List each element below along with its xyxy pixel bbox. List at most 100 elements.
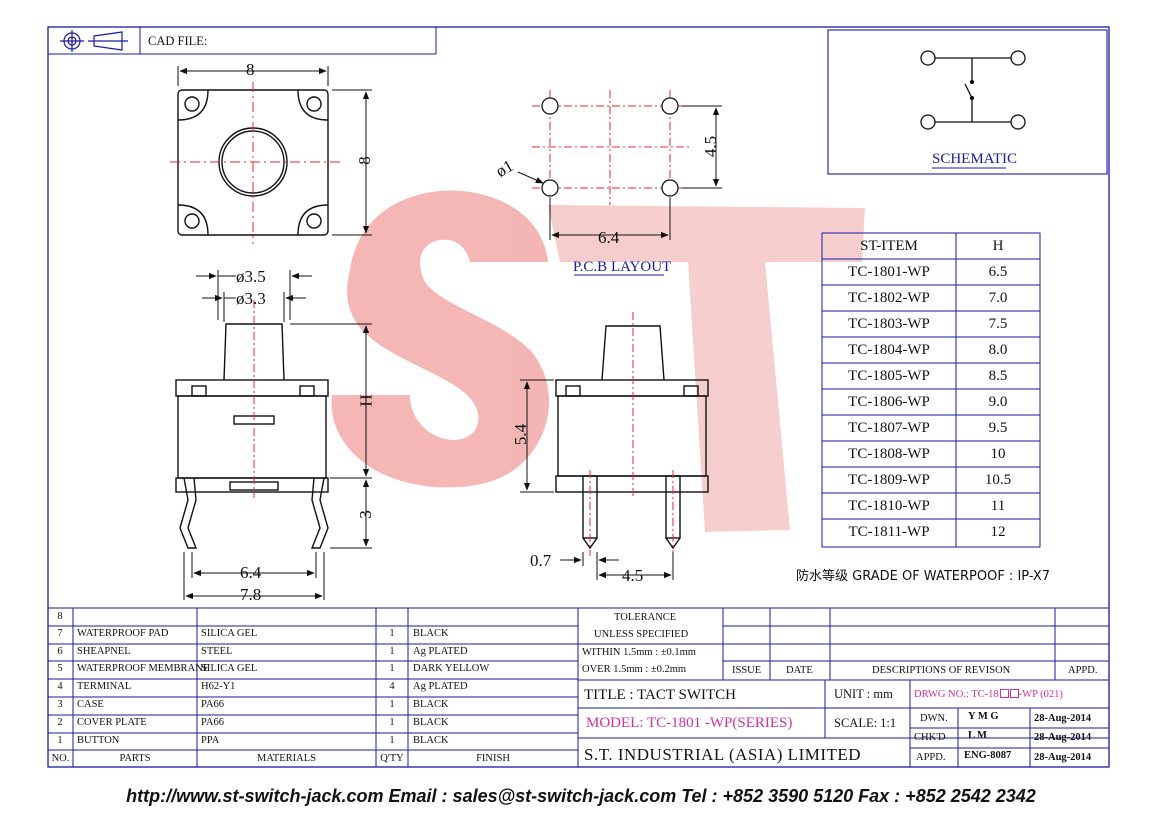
bom-finish: BLACK [413,628,449,639]
bom-no: 2 [57,717,63,728]
front-height-label: H [356,394,376,407]
bom-qty: 1 [389,628,395,639]
st-item-height: 8.0 [988,342,1008,358]
st-item-height: 10.5 [984,472,1012,488]
st-item-height: 8.5 [988,368,1008,384]
st-item-height: 12 [990,524,1006,540]
dwn-date: 28-Aug-2014 [1034,713,1092,724]
bom-material: STEEL [201,646,233,657]
bom-part: COVER PLATE [77,717,147,728]
placeholder-box-icon [1009,689,1019,698]
dwn-label: DWN. [920,713,948,724]
bom-header: PARTS [119,753,151,764]
st-item-height: 7.0 [988,290,1008,306]
front-view [175,323,329,549]
tolerance-over: OVER 1.5mm : ±0.2mm [582,664,687,675]
bom-qty: 1 [389,663,395,674]
bom-finish: BLACK [413,717,449,728]
chkd-by: L M [968,730,987,741]
st-item-code: TC-1804-WP [848,342,930,358]
appd-date: 28-Aug-2014 [1034,752,1092,763]
drwg-prefix: DRWG NO.: TC-18 [914,689,999,700]
bom-finish: DARK YELLOW [413,663,490,674]
bom-header: MATERIALS [257,753,316,764]
pcb-layout [517,90,722,276]
bom-material: PA66 [201,717,224,728]
bom-no: 4 [57,681,63,692]
front-d-inner: ø3.3 [236,289,266,308]
bom-material: PPA [201,735,220,746]
bom-no: 8 [57,611,63,622]
tolerance-title: TOLERANCE [614,612,677,623]
bom-finish: BLACK [413,735,449,746]
st-item-code: TC-1802-WP [848,290,930,306]
bom-qty: 1 [389,717,395,728]
bom-no: 7 [57,628,63,639]
st-table-header: ST-ITEM [860,238,918,254]
switch-schematic [920,50,1026,130]
bom-no: 5 [57,663,63,674]
tolerance-subtitle: UNLESS SPECIFIED [594,629,689,640]
bom-material: SILICA GEL [201,628,258,639]
bom-finish: BLACK [413,699,449,710]
company-name: S.T. INDUSTRIAL (ASIA) LIMITED [584,745,862,764]
bom-qty: 1 [389,699,395,710]
bom-header: NO. [51,753,70,764]
st-item-height: 9.0 [988,394,1008,410]
pcb-layout-label: P.C.B LAYOUT [573,259,672,275]
title-text: TITLE : TACT SWITCH [584,687,736,703]
chkd-date: 28-Aug-2014 [1034,732,1092,743]
drawing-number: DRWG NO.: TC-18 -WP (021) [914,689,1063,701]
st-table-header: H [992,238,1004,254]
st-item-height: 7.5 [988,316,1008,332]
dwn-by: Y M G [968,711,999,722]
top-width-dim: 8 [246,60,255,79]
st-item-height: 11 [990,498,1006,514]
st-item-height: 9.5 [988,420,1008,436]
st-item-code: TC-1803-WP [848,316,930,332]
top-height-dim: 8 [354,156,374,165]
st-logo-watermark [331,190,865,532]
pcb-pitch-y: 4.5 [701,135,721,158]
st-item-code: TC-1807-WP [848,420,930,436]
st-item-code: TC-1801-WP [848,264,930,280]
unit-text: UNIT : mm [834,687,893,701]
bom-part: CASE [77,699,104,710]
scale-text: SCALE: 1:1 [834,716,897,730]
bom-finish: Ag PLATED [413,646,468,657]
bom-no: 3 [57,699,63,710]
front-d-outer: ø3.5 [236,267,266,286]
appd-label: APPD. [916,752,946,763]
bom-header: Q'TY [380,753,404,764]
st-item-code: TC-1811-WP [848,524,930,540]
st-table-grid [821,232,1041,548]
rev-desc: DESCRIPTIONS OF REVISON [872,665,1011,676]
bom-part: BUTTON [77,735,120,746]
pcb-pitch-x: 6.4 [598,228,620,247]
front-pin-len: 3 [355,510,375,519]
title-block-grid [48,607,1109,767]
bom-material: SILICA GEL [201,663,258,674]
bom-part: WATERPROOF MEMBRANE [77,663,210,674]
st-item-height: 10 [990,446,1006,462]
drwg-suffix: -WP (021) [1018,689,1063,700]
bom-part: TERMINAL [77,681,132,692]
side-pin-w: 0.7 [530,551,552,570]
side-pin-pitch: 4.5 [622,566,644,585]
st-item-height: 6.5 [988,264,1008,280]
bom-material: H62-Y1 [201,681,236,692]
rev-appd: APPD. [1068,665,1098,676]
side-view [555,325,709,550]
bom-qty: 4 [389,681,395,692]
bom-header: FINISH [476,753,510,764]
bom-finish: Ag PLATED [413,681,468,692]
model-text: MODEL: TC-1801 -WP(SERIES) [586,715,793,731]
projection-symbol-icon [60,30,128,52]
placeholder-box-icon [999,689,1009,698]
appd-by: ENG-8087 [964,750,1012,761]
chkd-label: CHK'D [914,732,946,743]
rev-issue: ISSUE [732,665,762,676]
st-item-code: TC-1808-WP [848,446,930,462]
